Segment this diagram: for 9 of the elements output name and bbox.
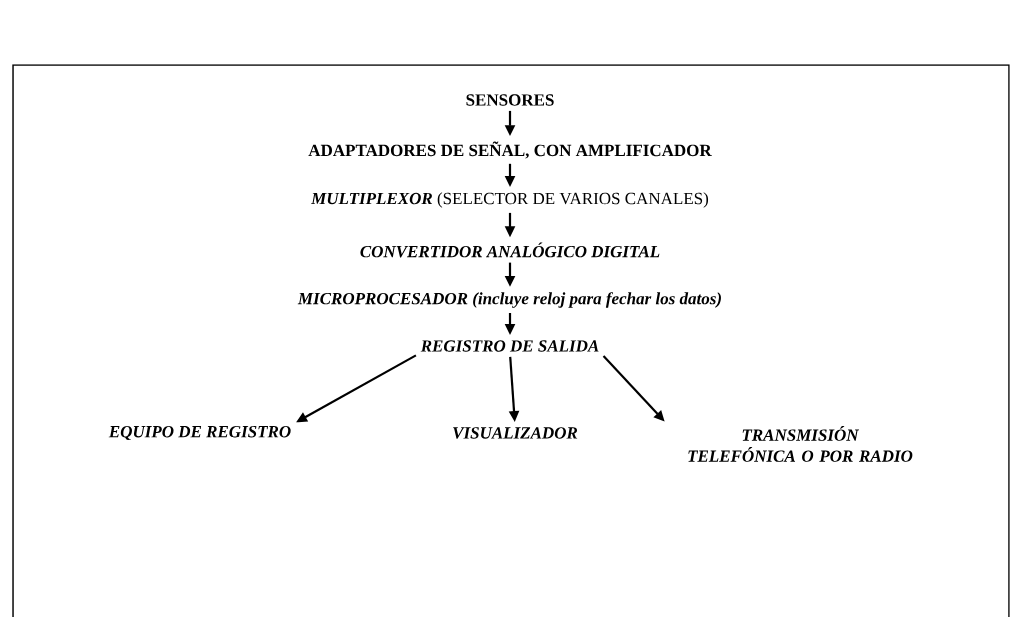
text-label: EQUIPO DE REGISTRO [108, 426, 291, 440]
text-label: VISUALIZADOR [453, 427, 578, 439]
text-label: CONVERTIDOR ANALÓGICO DIGITAL [360, 242, 660, 258]
text-label: REGISTRO DE SALIDA [420, 340, 599, 352]
text-label: ADAPTADORES DE SEÑAL, CON AMPLIFICADOR [308, 141, 712, 159]
text-label: MULTIPLEXOR (SELECTOR DE VARIOS CANALES) [310, 192, 709, 208]
text-label: MICROPROCESADOR (incluye reloj para fechar los datos) [297, 292, 721, 308]
text-label: TRANSMISIÓN TELEFÓNICA O POR RADIO [688, 426, 913, 462]
text-label: SENSORES [466, 94, 554, 106]
